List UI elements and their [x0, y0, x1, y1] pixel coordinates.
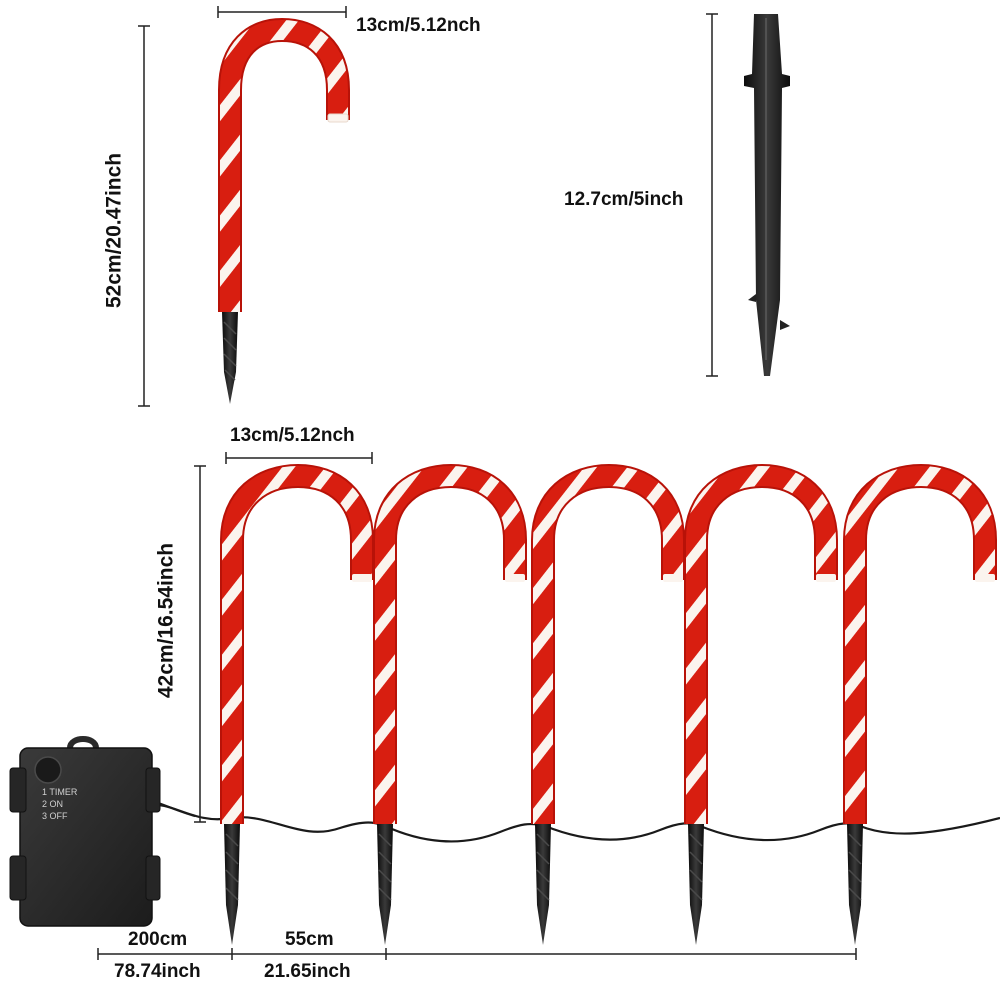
ground-stake: [744, 14, 790, 376]
battery-mode-off: 3 OFF: [42, 811, 68, 821]
ground-stake-icon: [222, 312, 238, 404]
candy-cane-5: [843, 463, 997, 945]
single-candy-cane: [218, 17, 350, 404]
ground-stake-icon: [535, 824, 551, 945]
candy-cane-set: [220, 463, 997, 945]
candy-cane-2: [373, 463, 527, 945]
power-button-icon: [34, 756, 62, 784]
lead-cable-cm-label: 200cm: [128, 929, 188, 950]
dimension-lines: [97, 6, 857, 960]
candy-cane-icon: [375, 465, 525, 824]
stake-height-label: 12.7cm/5inch: [564, 189, 684, 210]
ground-stake-icon: [377, 824, 393, 945]
ground-stake-icon: [224, 824, 240, 945]
cable-wire: [149, 803, 1000, 843]
battery-box: [9, 736, 161, 927]
lead-cable-inch-label: 78.74inch: [114, 961, 201, 982]
candy-cane-icon: [222, 465, 372, 824]
single-cane-height-label: 52cm/20.47inch: [102, 152, 126, 309]
battery-mode-timer: 1 TIMER: [42, 787, 78, 797]
spacing-inch-label: 21.65inch: [264, 961, 351, 982]
candy-cane-icon: [218, 17, 350, 312]
ground-stake-icon: [847, 824, 863, 945]
battery-mode-on: 2 ON: [42, 799, 64, 809]
spacing-cm-label: 55cm: [285, 929, 334, 950]
set-cane-width-label: 13cm/5.12nch: [230, 425, 355, 446]
single-cane-width-label: 13cm/5.12nch: [356, 15, 481, 36]
candy-cane-3: [531, 463, 685, 945]
candy-cane-icon: [686, 465, 836, 824]
ground-stake-icon: [688, 824, 704, 945]
ground-stake-icon: [744, 14, 790, 376]
candy-cane-icon: [845, 465, 995, 824]
candy-cane-icon: [533, 465, 683, 824]
candy-cane-4: [684, 463, 838, 945]
candy-cane-1: [220, 463, 374, 945]
set-cane-height-label: 42cm/16.54inch: [154, 542, 178, 699]
